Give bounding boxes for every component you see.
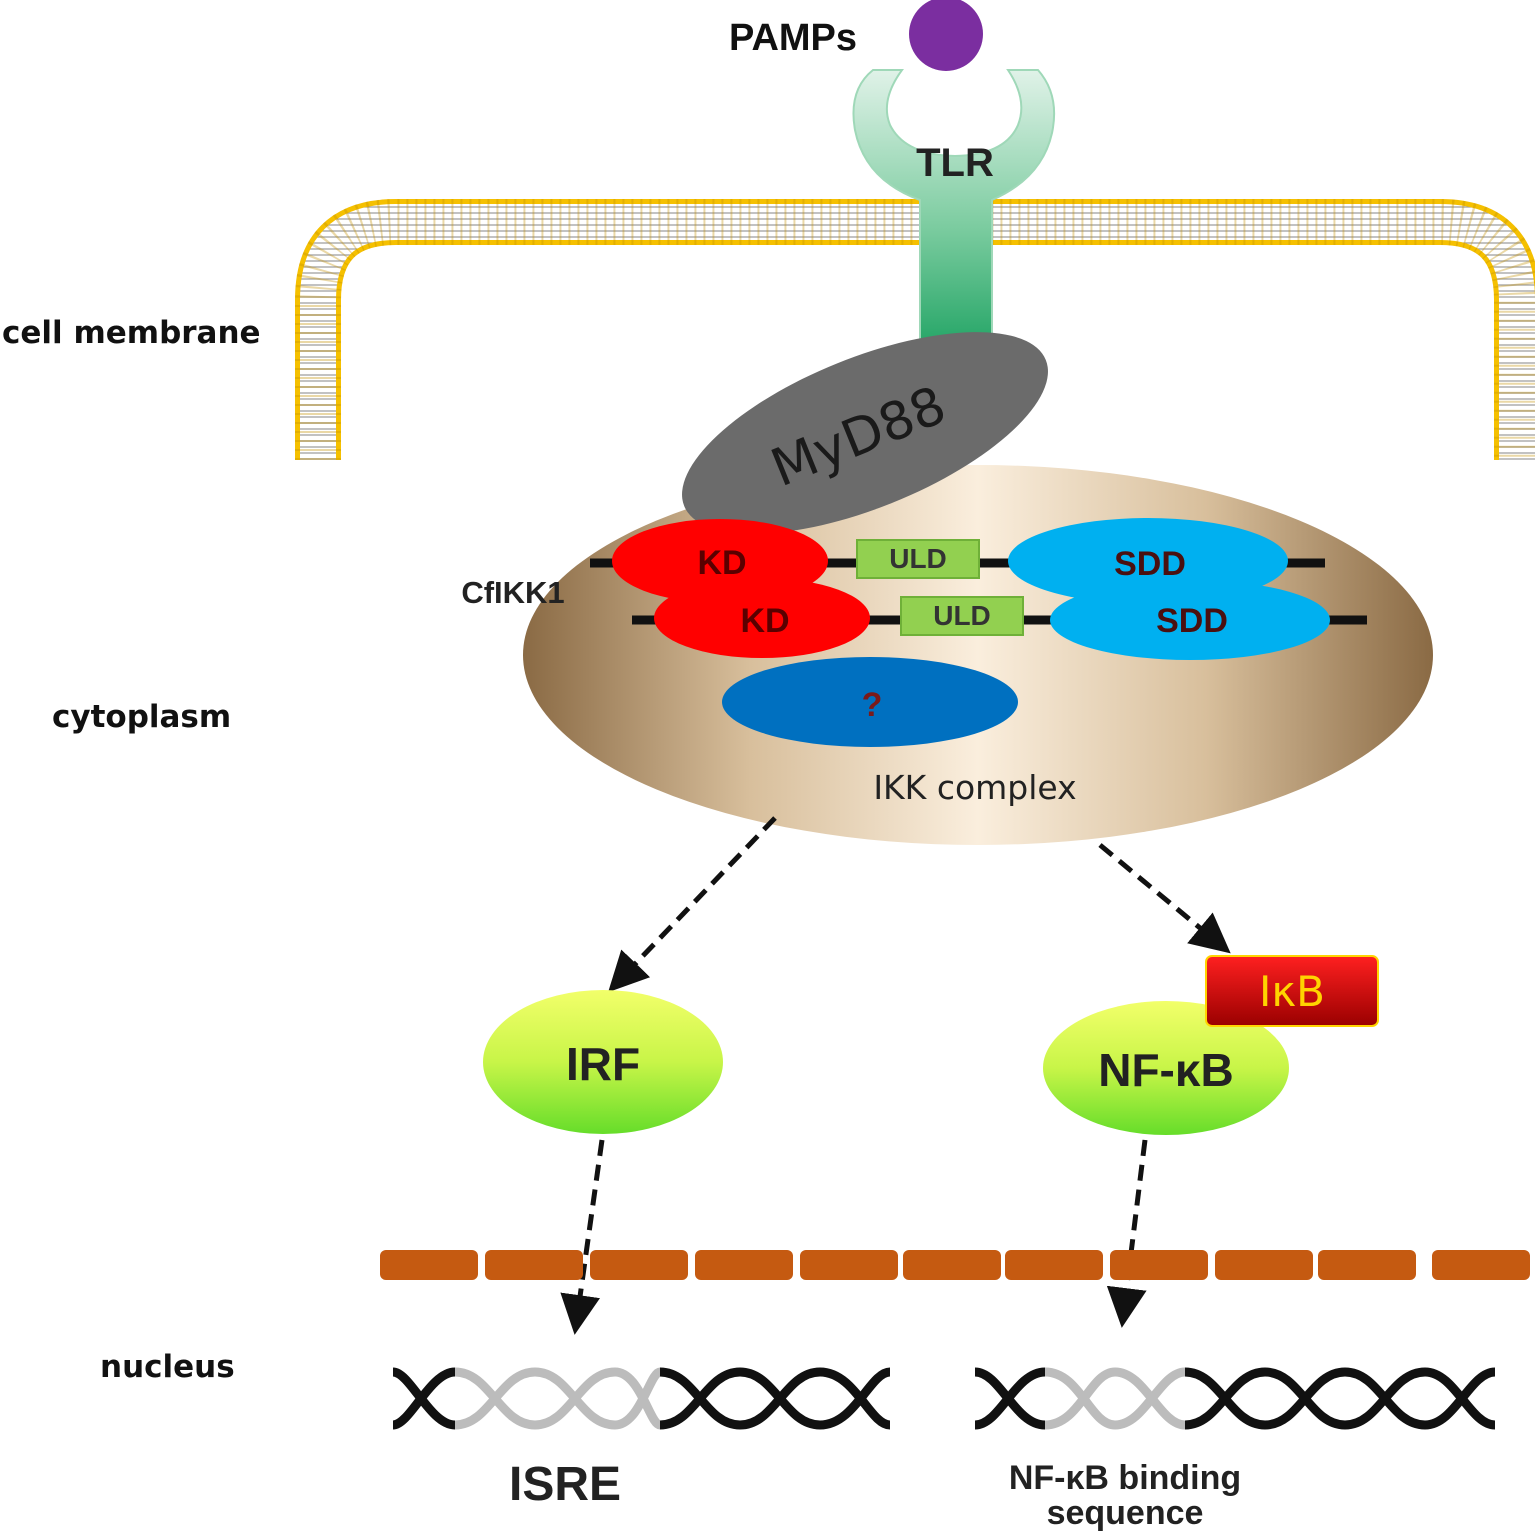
nfkb-binding-label-line1: NF-κB binding	[1009, 1459, 1241, 1497]
tlr-label: TLR	[916, 141, 994, 185]
dna-isre-strand	[391, 1367, 891, 1430]
sdd-domain-bottom	[1050, 580, 1330, 660]
uld-label-bottom: ULD	[933, 600, 991, 631]
pamp-molecule	[909, 0, 983, 71]
nfkb-label: NF-κB	[1098, 1044, 1234, 1096]
region-label-cell-membrane: cell membrane	[2, 315, 261, 351]
kd-label-top: KD	[697, 544, 746, 582]
unknown-component-label: ?	[862, 686, 883, 724]
nfkb-factor	[1043, 1001, 1289, 1135]
myd88-adaptor: MyD88	[682, 332, 1048, 534]
dna-nfkb-binding-strand	[974, 1367, 1496, 1430]
sdd-label-bottom: SDD	[1156, 602, 1228, 640]
kd-label-bottom: KD	[740, 602, 789, 640]
region-label-nucleus: nucleus	[100, 1349, 235, 1385]
cfikk1-chain-bottom: KD ULD SDD	[632, 578, 1367, 660]
unknown-component	[722, 657, 1018, 747]
uld-label-top: ULD	[889, 543, 947, 574]
cell-membrane	[295, 199, 1535, 460]
irf-factor	[483, 990, 723, 1134]
kd-domain-bottom	[654, 578, 870, 658]
pamps-label: PAMPs	[729, 17, 857, 59]
ikb-inhibitor	[1205, 955, 1379, 1027]
nuclear-envelope	[380, 1250, 1530, 1280]
arrow-ikk-to-ikb	[1098, 843, 1231, 954]
ikb-label: IκB	[1259, 967, 1325, 1016]
cfikk1-label: CfIKK1	[461, 575, 564, 610]
arrow-nfkb-to-binding-sequence	[1106, 1139, 1148, 1328]
irf-label: IRF	[566, 1038, 640, 1090]
arrow-irf-to-isre	[560, 1139, 605, 1335]
nfkb-binding-label-line2: sequence	[1047, 1494, 1204, 1532]
region-label-cytoplasm: cytoplasm	[52, 699, 231, 735]
uld-domain-bottom	[900, 596, 1024, 636]
uld-domain-top	[856, 539, 980, 579]
ikk-complex-label: IKK complex	[873, 768, 1076, 807]
isre-label: ISRE	[509, 1458, 621, 1511]
sdd-label-top: SDD	[1114, 545, 1186, 583]
arrow-ikk-to-irf	[608, 816, 777, 993]
